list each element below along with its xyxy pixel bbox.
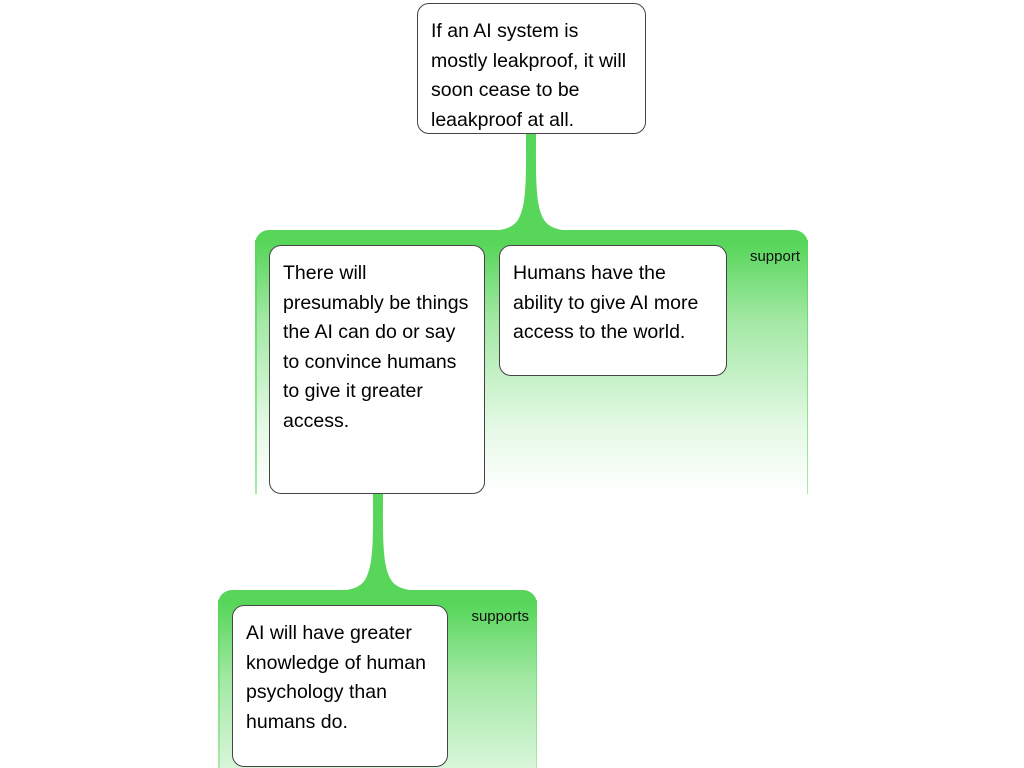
reason-box-humans-ability[interactable]: Humans have the ability to give AI more …: [499, 245, 727, 376]
main-claim-box[interactable]: If an AI system is mostly leakproof, it …: [417, 3, 646, 134]
group-label: supports: [471, 608, 529, 625]
reason-box-convince-humans[interactable]: There will presumably be things the AI c…: [269, 245, 485, 494]
connector-reason-to-support: [338, 493, 418, 591]
group-label: support: [749, 248, 800, 265]
reason-box-ai-psychology[interactable]: AI will have greater knowledge of human …: [232, 605, 448, 767]
connector-claim-to-support: [491, 133, 571, 231]
